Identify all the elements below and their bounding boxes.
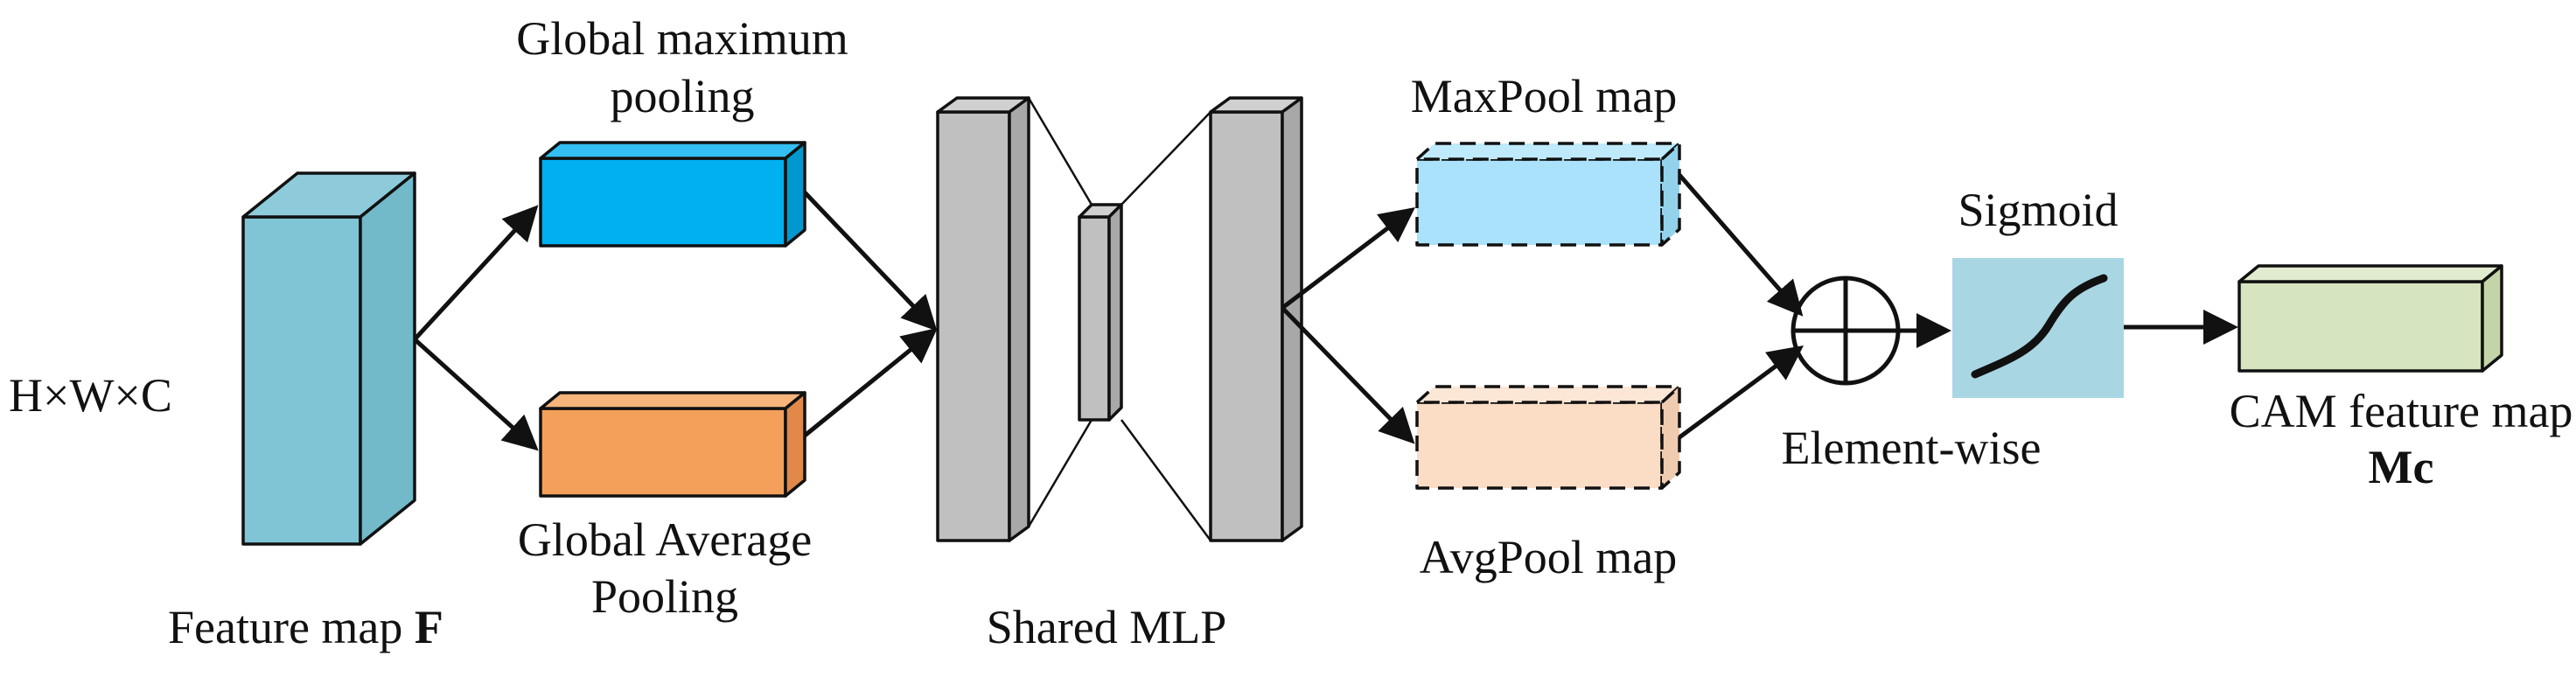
arrows	[413, 173, 2238, 451]
arrow-maxpool-to-mlp	[803, 191, 938, 332]
gap-label-line1: Global Average	[518, 513, 812, 566]
sigmoid-curve	[1971, 274, 2108, 379]
arrow-mlp-to-maxpool-map	[1281, 206, 1415, 310]
feature-map-side	[359, 171, 416, 546]
arrow-feature-to-maxpool	[413, 205, 539, 341]
cam-output-block	[2237, 264, 2503, 373]
maxpool-top	[539, 141, 806, 160]
cam-output-top	[2237, 264, 2503, 283]
avgpool-map-label: AvgPool map	[1420, 531, 1678, 583]
arrow-maxpool-map-to-sum	[1678, 173, 1804, 317]
avgpool-front	[539, 407, 787, 498]
feature-map-block	[241, 171, 416, 546]
arrow-avgpool-map-to-sum	[1678, 345, 1805, 440]
avgpool-top	[539, 391, 806, 410]
avgpool-map-top	[1415, 385, 1681, 404]
feature-map-label: Feature map F	[168, 601, 443, 653]
cam-output-front	[2237, 280, 2484, 373]
avgpool-map-front	[1415, 401, 1664, 490]
maxpool-map-front	[1415, 157, 1664, 247]
cam-output-side	[2481, 264, 2503, 373]
shared-mlp	[936, 96, 1303, 542]
sigmoid-block	[1952, 258, 2124, 398]
input-dims-label: H×W×C	[9, 369, 172, 422]
maxpool-map-side	[1660, 142, 1681, 247]
element-wise-sum	[1791, 276, 1901, 386]
gap-label-line2: Pooling	[591, 570, 738, 623]
gmp-label-line1: Global maximum	[516, 12, 848, 65]
shared-mlp-label: Shared MLP	[987, 601, 1226, 653]
cam-label-line1: CAM feature map	[2230, 385, 2573, 437]
mlp-connector	[1027, 97, 1093, 206]
avgpool-map-side	[1660, 385, 1681, 490]
maxpool-map-top	[1415, 142, 1681, 161]
arrow-avgpool-to-mlp	[803, 327, 938, 437]
avgpool-side	[784, 391, 806, 498]
mlp-input-layer-front	[936, 110, 1011, 542]
avgpool-map-block	[1415, 385, 1681, 490]
maxpool-front	[539, 157, 787, 248]
avgpool-block	[539, 391, 806, 498]
maxpool-block	[539, 141, 806, 248]
arrow-mlp-to-avgpool-map	[1281, 306, 1415, 444]
mlp-connector	[1120, 419, 1212, 541]
gmp-label-line2: pooling	[610, 70, 754, 122]
cam-label-line2: Mc	[2369, 441, 2434, 493]
mlp-input-layer-side	[1008, 96, 1030, 542]
mlp-output-layer-front	[1209, 110, 1284, 542]
arrow-feature-to-avgpool	[413, 338, 539, 451]
feature-map-front	[241, 215, 362, 546]
mlp-hidden-layer-front	[1078, 215, 1111, 422]
maxpool-map-block	[1415, 142, 1681, 247]
mlp-hidden-layer-side	[1107, 203, 1123, 422]
maxpool-map-label: MaxPool map	[1411, 70, 1678, 122]
maxpool-side	[784, 141, 806, 248]
sigmoid-label: Sigmoid	[1958, 184, 2118, 236]
mlp-connector	[1027, 419, 1093, 527]
mlp-connector	[1120, 111, 1211, 206]
element-wise-label: Element-wise	[1782, 422, 2042, 474]
